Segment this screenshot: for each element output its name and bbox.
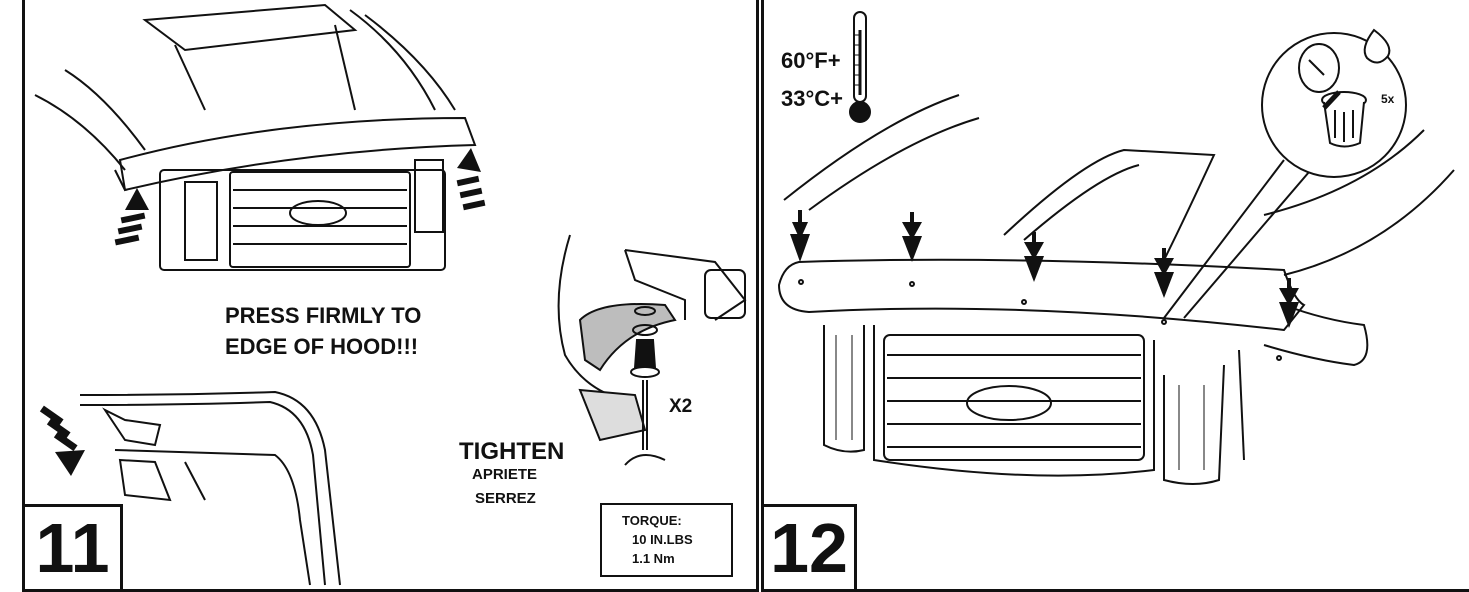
press-instruction-line-1: PRESS FIRMLY TO [225,303,422,328]
tighten-label-spanish: APRIETE [472,466,538,483]
step-number-12: 12 [764,504,857,589]
mounting-bracket [557,234,747,466]
step-12-panel: 60°F+ 33°C+ 5x 12 [761,0,1469,592]
hood-edge-detail [79,390,341,586]
push-down-arrows [39,405,85,476]
repetitions-label: 5x [1381,92,1395,106]
hood-front-view [777,94,1455,485]
press-instruction: PRESS FIRMLY TO EDGE OF HOOD!!! [225,300,421,362]
water-drop-icon [1363,28,1391,64]
press-arrow [902,212,922,262]
press-arrow [790,210,810,262]
thermometer-icon [849,11,871,123]
adhesive-liner-icon [1298,43,1340,93]
push-up-arrows [114,148,486,246]
torque-imperial: 10 IN.LBS [632,532,693,547]
press-arrow [1024,232,1044,282]
temperature-fahrenheit: 60°F+ [781,48,841,73]
press-arrow [1154,248,1174,298]
press-arrow [1279,278,1299,328]
torque-spec-box: TORQUE: 10 IN.LBS 1.1 Nm [600,503,733,577]
torque-label: TORQUE: [622,513,682,528]
detail-magnifier [1163,32,1407,319]
quantity-label: X2 [669,396,693,417]
trash-can-icon [1321,90,1367,148]
tighten-label: TIGHTEN [459,438,565,465]
tighten-label-french: SERREZ [475,490,536,507]
torque-metric: 1.1 Nm [632,551,675,566]
step-11-illustration [34,3,747,586]
step-11-panel: PRESS FIRMLY TO EDGE OF HOOD!!! TIGHTEN … [22,0,759,592]
press-down-arrows [790,210,1299,328]
step-12-illustration [777,11,1455,485]
temperature-celsius: 33°C+ [781,86,844,111]
step-number-11: 11 [25,504,123,589]
hood-top-view [34,3,477,271]
press-instruction-line-2: EDGE OF HOOD!!! [225,334,419,359]
